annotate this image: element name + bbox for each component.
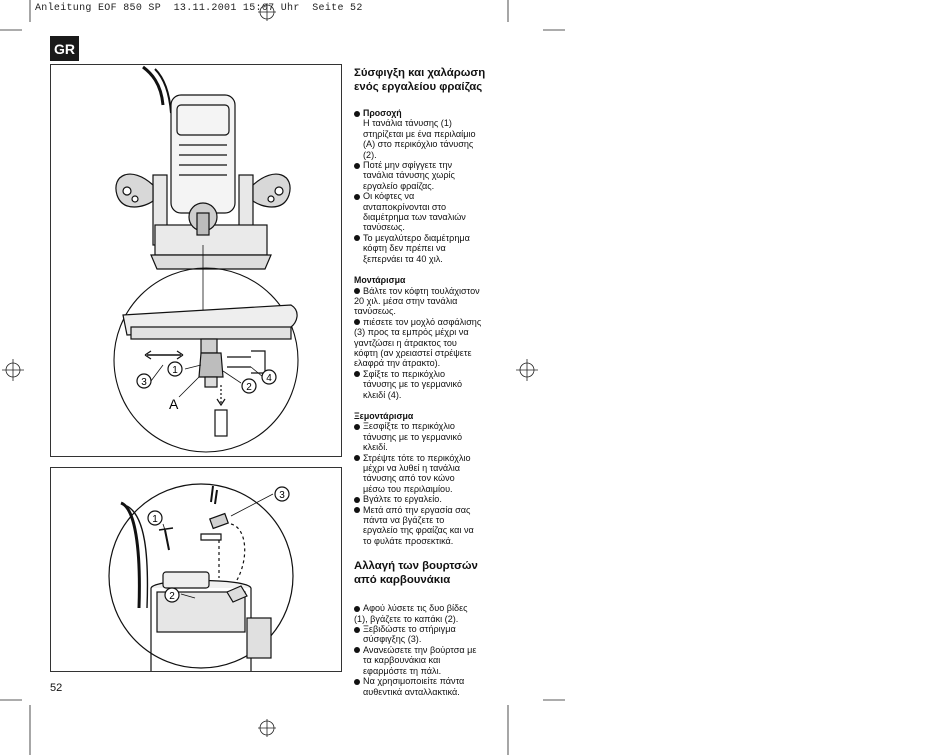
figure-router-collet: 1 2 3 4 A bbox=[50, 64, 342, 457]
bullet-icon bbox=[354, 678, 360, 685]
callout-2: 2 bbox=[169, 591, 175, 602]
callout-letter-a: A bbox=[169, 396, 179, 412]
bullet-icon bbox=[354, 496, 360, 503]
bullet-icon bbox=[354, 193, 360, 200]
callout-1: 1 bbox=[152, 514, 158, 525]
mounting-heading: Μοντάρισμα bbox=[354, 275, 406, 286]
figure-brush-change: 1 2 3 bbox=[50, 467, 342, 672]
bullet-icon bbox=[354, 423, 360, 430]
router-collet-illustration: 1 2 3 4 A bbox=[113, 65, 299, 453]
callout-2: 2 bbox=[246, 382, 252, 393]
callout-1: 1 bbox=[172, 365, 178, 376]
bullet-icon bbox=[354, 319, 360, 326]
list-item: Βγάλτε το εργαλείο. bbox=[354, 494, 504, 504]
bullet-icon bbox=[354, 647, 360, 654]
bullet-icon bbox=[354, 288, 360, 294]
bullet-icon bbox=[354, 507, 360, 514]
dismounting-heading: Ξεμοντάρισμα bbox=[354, 410, 414, 421]
mounting-item-1: Βάλτε τον κόφτη τουλάχιστον 20 χιλ. μέσα… bbox=[354, 285, 480, 317]
brushes-item-1: Αφού λύσετε τις δυο βίδες (1), βγάζετε τ… bbox=[354, 603, 468, 624]
caution-list: Προσοχή Η τανάλια τάνυσης (1) στηρίζεται… bbox=[354, 108, 504, 264]
callout-4: 4 bbox=[266, 373, 272, 384]
brush-change-illustration: 1 2 3 bbox=[108, 483, 294, 671]
bullet-icon bbox=[354, 110, 360, 117]
language-badge: GR bbox=[50, 36, 79, 61]
caution-heading: Προσοχή bbox=[363, 108, 402, 118]
bullet-icon bbox=[354, 605, 360, 612]
callout-3: 3 bbox=[141, 377, 147, 388]
print-header: Anleitung EOF 850 SP 13.11.2001 15:07 Uh… bbox=[35, 3, 363, 14]
mounting-item-2: πιέσετε τον μοχλό ασφάλισης (3) προς τα … bbox=[354, 316, 482, 369]
callout-3: 3 bbox=[279, 490, 285, 501]
bullet-icon bbox=[354, 626, 360, 633]
bullet-icon bbox=[354, 162, 360, 169]
bullet-icon bbox=[354, 235, 360, 242]
bullet-icon bbox=[354, 371, 360, 378]
bullet-icon bbox=[354, 455, 360, 462]
page-number: 52 bbox=[50, 682, 63, 694]
caution-item: Προσοχή Η τανάλια τάνυσης (1) στηρίζεται… bbox=[354, 108, 504, 160]
